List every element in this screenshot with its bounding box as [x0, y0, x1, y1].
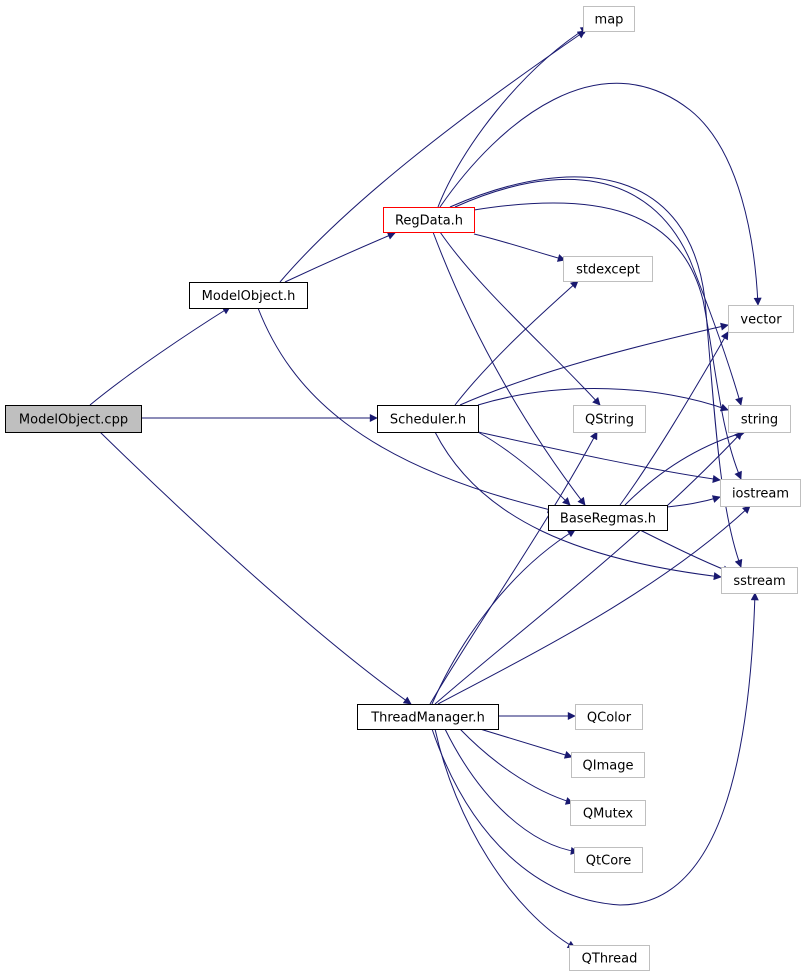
edge-regdata-h-to-stdexcept	[473, 233, 566, 262]
edge-baseregmas-h-to-string	[624, 430, 746, 506]
edge-scheduler-h-to-vector	[459, 322, 729, 406]
node-box-map[interactable]	[583, 6, 635, 32]
node-label-qmutex: QMutex	[583, 807, 634, 822]
node-qimage[interactable]: QImage	[571, 752, 645, 778]
node-label-scheduler-h: Scheduler.h	[390, 413, 466, 428]
node-sstream[interactable]: sstream	[721, 567, 798, 594]
edge-modelobject-cpp-to-modelobject-h	[89, 306, 231, 406]
node-box-qcolor[interactable]	[575, 704, 643, 730]
node-label-stdexcept: stdexcept	[576, 263, 640, 278]
node-label-string: string	[741, 413, 778, 428]
node-qcolor[interactable]: QColor	[575, 704, 643, 730]
node-label-iostream: iostream	[732, 487, 789, 502]
node-baseregmas-h[interactable]: BaseRegmas.h	[548, 505, 668, 531]
edge-regdata-h-to-qstring	[439, 231, 601, 406]
node-qtcore[interactable]: QtCore	[574, 847, 643, 873]
edge-scheduler-h-to-string	[477, 388, 729, 412]
node-box-stdexcept[interactable]	[563, 256, 653, 282]
node-label-sstream: sstream	[733, 574, 785, 589]
node-box-modelobject-h[interactable]	[189, 282, 308, 309]
node-box-sstream[interactable]	[721, 567, 798, 594]
edge-regdata-h-to-baseregmas-h	[432, 231, 586, 506]
edge-scheduler-h-to-sstream	[434, 431, 722, 581]
node-qstring[interactable]: QString	[573, 405, 646, 433]
node-modelobject-h[interactable]: ModelObject.h	[189, 282, 308, 309]
node-box-iostream[interactable]	[720, 479, 801, 507]
edge-baseregmas-h-to-iostream	[666, 495, 721, 508]
node-label-modelobject-h: ModelObject.h	[202, 289, 296, 304]
edge-regdata-h-to-map	[437, 26, 589, 208]
node-box-qtcore[interactable]	[574, 847, 643, 873]
edge-threadmanager-h-to-qmutex	[459, 728, 574, 805]
edge-scheduler-h-to-stdexcept	[454, 280, 579, 406]
node-box-qstring[interactable]	[573, 405, 646, 433]
node-regdata-h[interactable]: RegData.h	[383, 207, 475, 233]
node-box-vector[interactable]	[728, 305, 794, 333]
edge-threadmanager-h-to-qimage	[479, 728, 573, 759]
node-label-vector: vector	[740, 313, 782, 328]
node-box-threadmanager-h[interactable]	[357, 704, 499, 730]
node-iostream[interactable]: iostream	[720, 479, 801, 507]
edges-layer	[89, 26, 762, 949]
edge-baseregmas-h-to-sstream	[639, 529, 731, 574]
node-string[interactable]: string	[728, 405, 791, 433]
node-box-qthread[interactable]	[569, 945, 650, 971]
node-label-modelobject-cpp: ModelObject.cpp	[19, 413, 128, 428]
node-vector[interactable]: vector	[728, 305, 794, 333]
node-label-qcolor: QColor	[587, 711, 632, 726]
node-label-qtcore: QtCore	[586, 854, 631, 869]
node-label-map: map	[595, 13, 624, 28]
node-qthread[interactable]: QThread	[569, 945, 650, 971]
edge-threadmanager-h-to-iostream	[437, 505, 751, 705]
edge-modelobject-h-to-baseregmas-h	[257, 307, 556, 514]
node-threadmanager-h[interactable]: ThreadManager.h	[357, 704, 499, 730]
edge-threadmanager-h-to-qstring	[429, 431, 598, 705]
node-box-string[interactable]	[728, 405, 791, 433]
node-label-baseregmas-h: BaseRegmas.h	[560, 512, 656, 527]
edge-regdata-h-to-iostream	[473, 202, 742, 480]
edge-threadmanager-h-to-baseregmas-h	[431, 529, 576, 705]
node-scheduler-h[interactable]: Scheduler.h	[377, 405, 479, 433]
edge-scheduler-h-to-iostream	[477, 431, 721, 483]
node-label-qimage: QImage	[583, 759, 634, 774]
node-stdexcept[interactable]: stdexcept	[563, 256, 653, 282]
edge-modelobject-cpp-to-threadmanager-h	[99, 431, 412, 705]
edge-baseregmas-h-to-vector	[619, 331, 729, 506]
edge-threadmanager-h-to-qthread	[434, 728, 576, 949]
node-box-modelobject-cpp[interactable]	[5, 405, 142, 433]
edge-threadmanager-h-to-string	[434, 431, 743, 705]
node-modelobject-cpp[interactable]: ModelObject.cpp	[5, 405, 142, 433]
node-box-qimage[interactable]	[571, 752, 645, 778]
edge-modelobject-h-to-regdata-h	[284, 232, 396, 283]
edge-threadmanager-h-to-qtcore	[444, 728, 579, 855]
node-label-regdata-h: RegData.h	[395, 214, 463, 229]
node-label-qthread: QThread	[582, 952, 638, 967]
node-label-threadmanager-h: ThreadManager.h	[370, 711, 485, 726]
node-box-scheduler-h[interactable]	[377, 405, 479, 433]
node-label-qstring: QString	[585, 413, 634, 428]
node-box-regdata-h[interactable]	[383, 207, 475, 233]
nodes-layer: ModelObject.cpp ModelObject.h RegData.hSch…	[5, 6, 801, 971]
edge-modelobject-h-to-map	[279, 30, 586, 283]
node-qmutex[interactable]: QMutex	[570, 800, 646, 826]
node-box-baseregmas-h[interactable]	[548, 505, 668, 531]
edge-threadmanager-h-to-sstream	[431, 592, 759, 906]
node-box-qmutex[interactable]	[570, 800, 646, 826]
edge-regdata-h-to-vector	[439, 82, 762, 306]
node-map[interactable]: map	[583, 6, 635, 32]
edge-regdata-h-to-string	[454, 178, 743, 406]
